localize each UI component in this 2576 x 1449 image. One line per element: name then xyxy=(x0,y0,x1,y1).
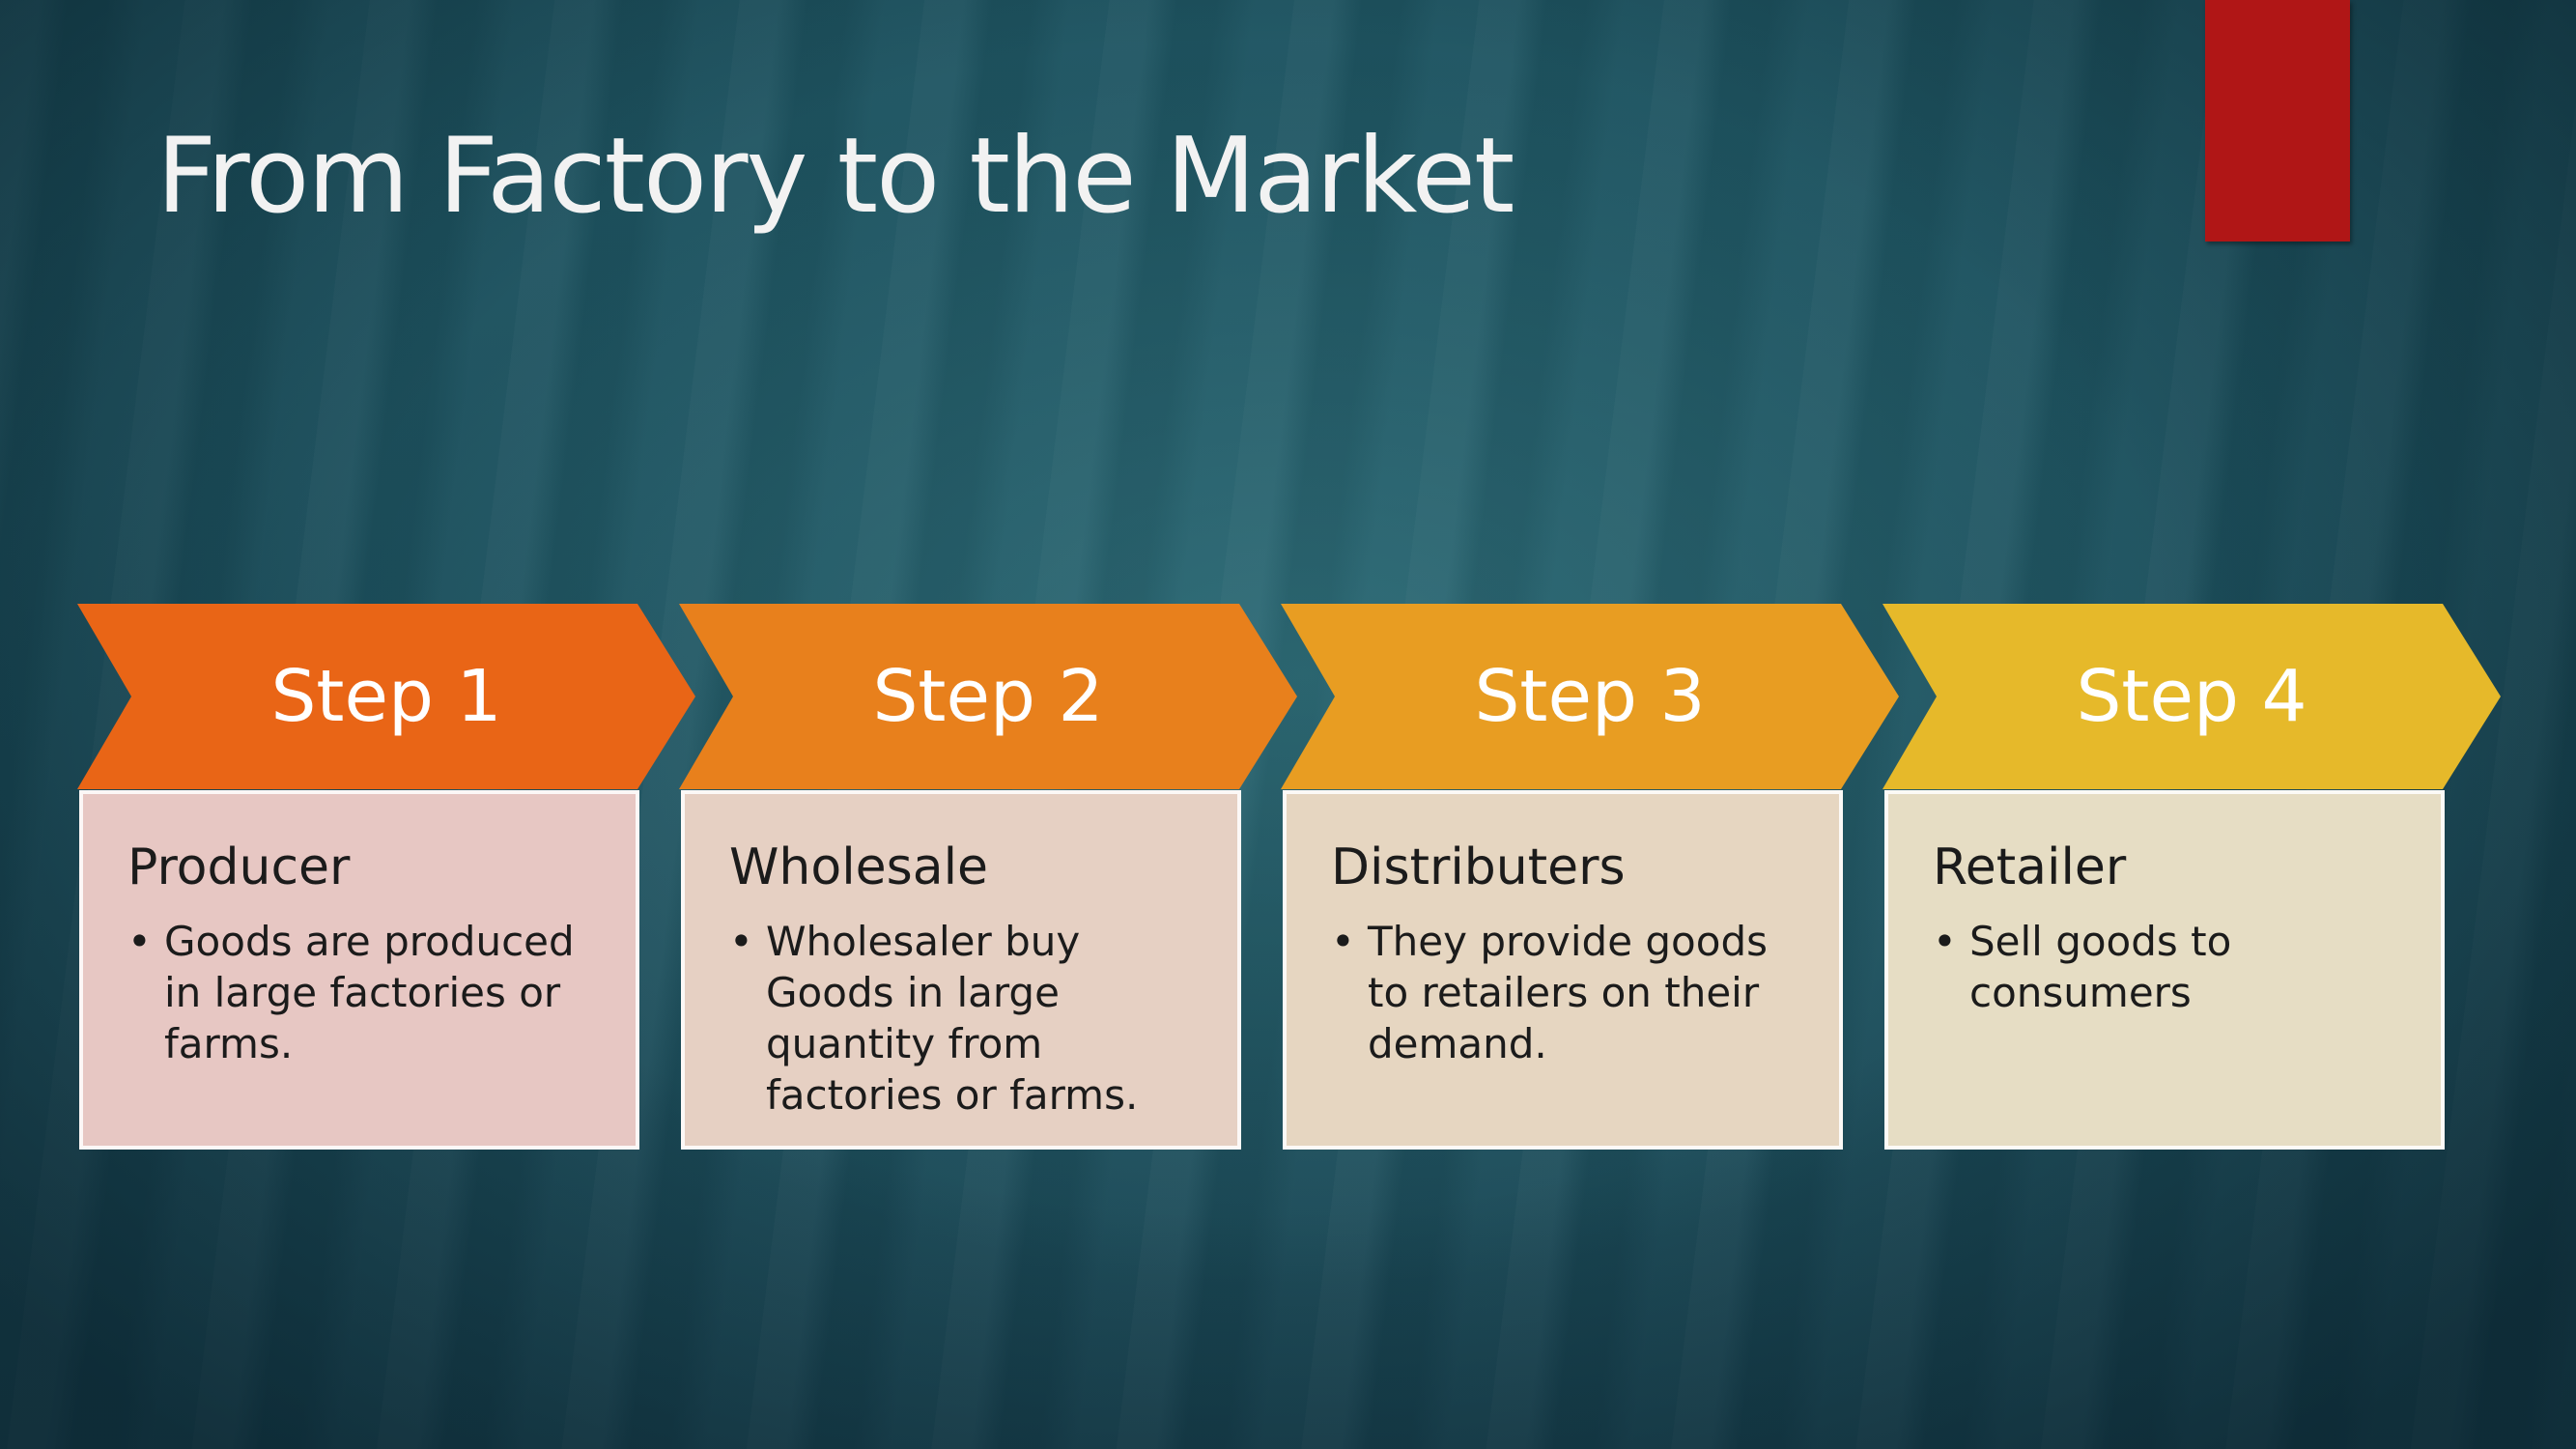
step-2-label: Step 2 xyxy=(872,655,1104,738)
step-4-chevron-shape xyxy=(1882,604,2501,789)
step-4: Step 4 Retailer • Sell goods to consumer… xyxy=(1882,604,2501,1150)
step-3-bullet-text: They provide goods to retailers on their… xyxy=(1368,918,1768,1067)
step-2-card: Wholesale • Wholesaler buy Goods in larg… xyxy=(681,790,1241,1150)
step-3-chevron-shape xyxy=(1281,604,1899,789)
step-4-bullet: • Sell goods to consumers xyxy=(1933,916,2398,1018)
step-2-bullet-text: Wholesaler buy Goods in large quantity f… xyxy=(766,918,1139,1119)
slide-title: From Factory to the Market xyxy=(156,116,1514,237)
step-3-card: Distributers • They provide goods to ret… xyxy=(1283,790,1843,1150)
step-1-heading: Producer xyxy=(127,838,351,896)
step-4-heading: Retailer xyxy=(1933,838,2127,896)
step-2: Step 2 Wholesale • Wholesaler buy Goods … xyxy=(679,604,1297,1150)
step-4-bullet-text: Sell goods to consumers xyxy=(1969,918,2232,1016)
step-1-chevron: Step 1 xyxy=(77,604,695,789)
step-3: Step 3 Distributers • They provide goods… xyxy=(1281,604,1899,1150)
step-4-chevron: Step 4 xyxy=(1882,604,2501,789)
step-1-label: Step 1 xyxy=(270,655,502,738)
step-2-heading: Wholesale xyxy=(729,838,989,896)
step-1: Step 1 Producer • Goods are produced in … xyxy=(77,604,695,1150)
accent-bar xyxy=(2205,0,2350,242)
step-1-bullet: • Goods are produced in large factories … xyxy=(127,916,593,1069)
step-2-chevron: Step 2 xyxy=(679,604,1297,789)
step-3-heading: Distributers xyxy=(1331,838,1626,896)
bullet-marker: • xyxy=(1331,918,1355,965)
step-3-bullet: • They provide goods to retailers on the… xyxy=(1331,916,1797,1069)
step-3-label: Step 3 xyxy=(1474,655,1706,738)
step-1-card: Producer • Goods are produced in large f… xyxy=(79,790,639,1150)
step-4-label: Step 4 xyxy=(2076,655,2307,738)
step-4-card: Retailer • Sell goods to consumers xyxy=(1884,790,2445,1150)
step-2-bullet: • Wholesaler buy Goods in large quantity… xyxy=(729,916,1195,1121)
bullet-marker: • xyxy=(729,918,753,965)
bullet-marker: • xyxy=(127,918,152,965)
step-3-chevron: Step 3 xyxy=(1281,604,1899,789)
step-2-chevron-shape xyxy=(679,604,1297,789)
step-1-bullet-text: Goods are produced in large factories or… xyxy=(164,918,575,1067)
bullet-marker: • xyxy=(1933,918,1957,965)
step-1-chevron-shape xyxy=(77,604,695,789)
